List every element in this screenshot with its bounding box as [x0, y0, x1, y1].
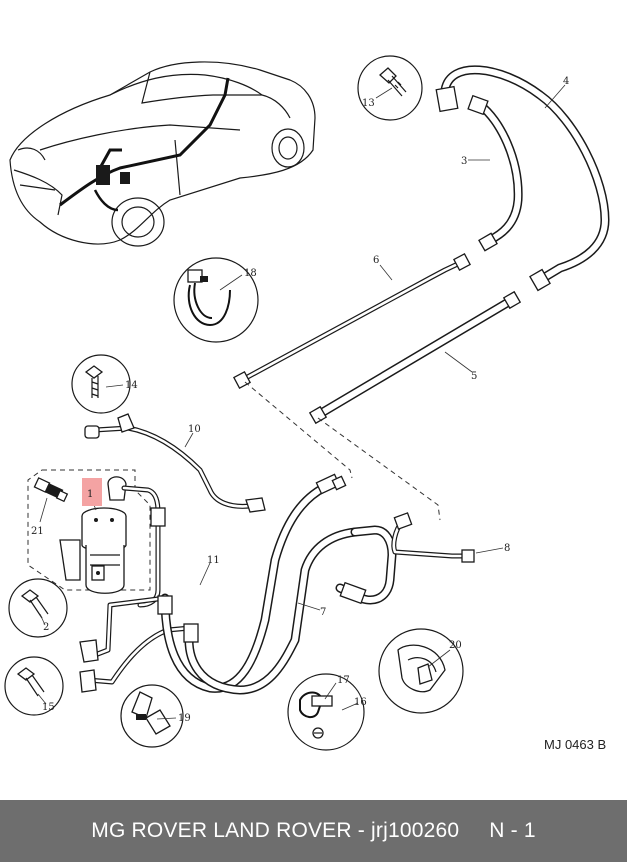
callout-16: 16 — [354, 697, 367, 708]
inset-circle-18 — [173, 257, 259, 343]
inset-circle-13 — [357, 55, 423, 121]
inset-circle-19 — [120, 684, 184, 748]
inset-circle-20 — [378, 628, 464, 714]
pipe-6 — [233, 253, 471, 389]
hose-3 — [467, 94, 523, 252]
hose-4 — [435, 65, 610, 292]
leader-lines — [37, 84, 566, 720]
pipe-5 — [308, 290, 522, 425]
callout-5: 5 — [471, 371, 477, 382]
inset-circle-15 — [4, 656, 64, 716]
callout-21: 21 — [31, 526, 44, 537]
pipe-11 — [79, 595, 193, 693]
callout-labels: 1 2 3 4 5 6 7 8 10 11 13 14 15 16 17 18 … — [31, 76, 569, 724]
callout-2: 2 — [43, 622, 49, 633]
callout-19: 19 — [178, 713, 191, 724]
routing-line-b — [317, 417, 441, 521]
receiver-drier — [59, 476, 166, 608]
callout-17: 17 — [337, 675, 350, 686]
callout-11: 11 — [207, 555, 220, 566]
routing-line-a — [244, 381, 353, 479]
callout-14: 14 — [125, 380, 138, 391]
callout-4: 4 — [563, 76, 569, 87]
footer-bar: MG ROVER LAND ROVER - jrj100260 N - 1 — [0, 800, 627, 862]
inset-circle-17-16 — [287, 673, 365, 751]
footer-text: MG ROVER LAND ROVER - jrj100260 N - 1 — [0, 800, 627, 862]
pressure-switch-21 — [33, 477, 69, 503]
callout-20: 20 — [449, 640, 462, 651]
footer-brand: MG ROVER LAND ROVER - jrj100260 — [91, 819, 460, 842]
car-illustration — [9, 61, 316, 247]
diagram-reference: MJ 0463 B — [544, 737, 606, 752]
receiver-box-outline — [27, 469, 151, 591]
parts-diagram: 1 2 3 4 5 6 7 8 10 11 13 14 15 16 17 18 … — [4, 55, 610, 752]
pipe-10 — [84, 413, 266, 513]
callout-8: 8 — [504, 543, 510, 554]
hose-7 — [157, 473, 360, 695]
callout-6: 6 — [373, 255, 379, 266]
callout-13: 13 — [362, 98, 375, 109]
callout-15: 15 — [42, 702, 55, 713]
callout-3: 3 — [461, 156, 467, 167]
callout-7: 7 — [320, 607, 326, 618]
inset-circle-14 — [71, 354, 131, 414]
footer-page: N - 1 — [489, 819, 536, 842]
callout-10: 10 — [188, 424, 201, 435]
pipe-8 — [335, 512, 475, 605]
callout-1: 1 — [87, 489, 93, 500]
callout-18: 18 — [244, 268, 257, 279]
highlight-box — [82, 478, 102, 506]
inset-circle-2 — [8, 578, 68, 638]
